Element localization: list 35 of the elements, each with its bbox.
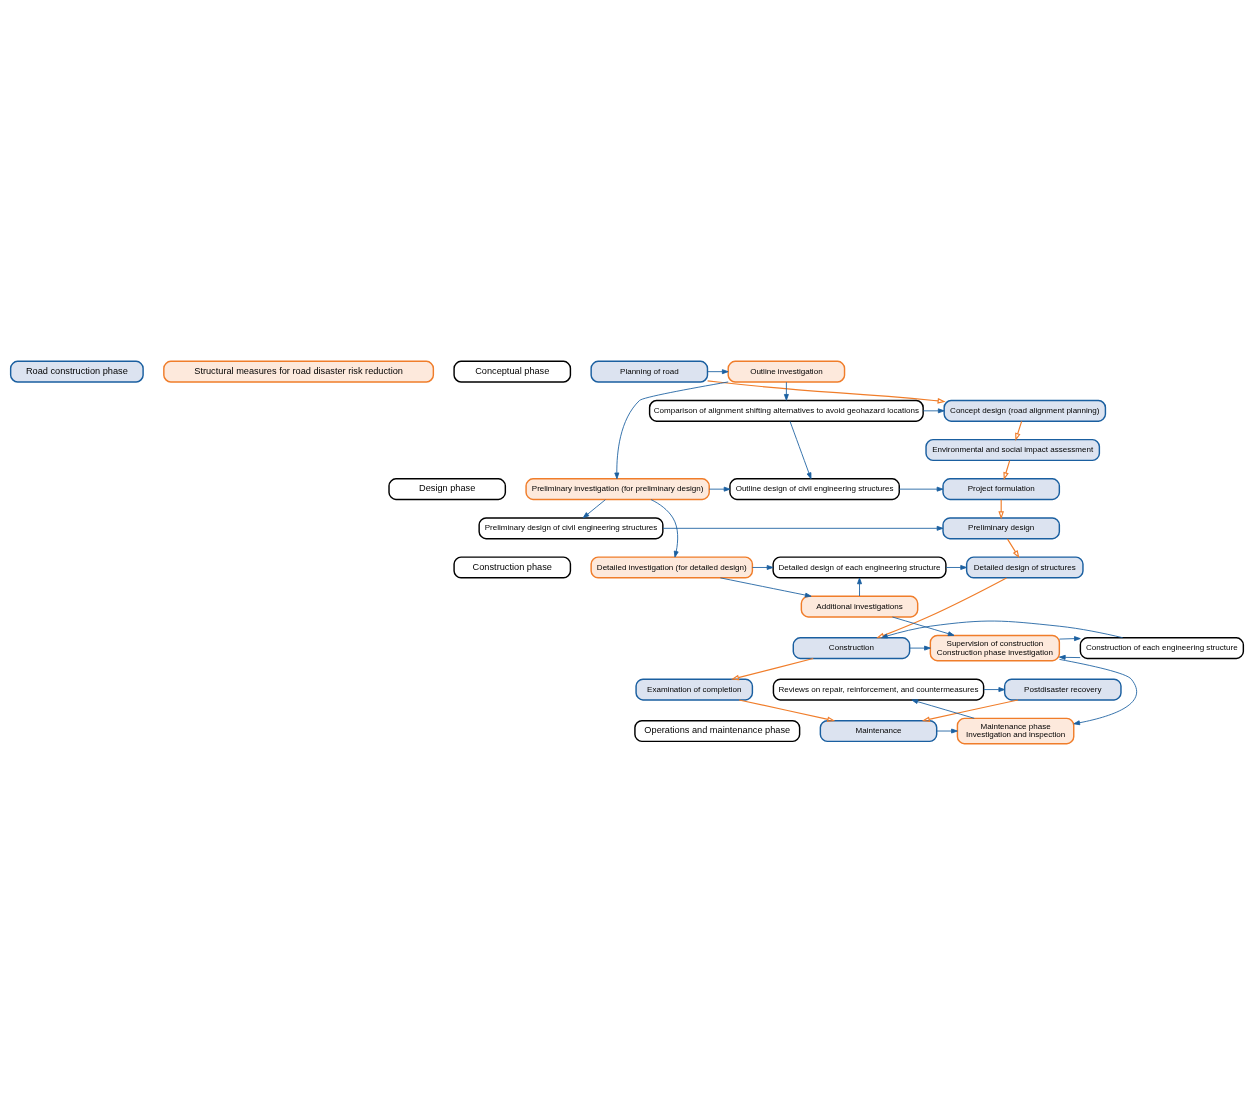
arrow [936, 728, 958, 733]
arrow [1059, 654, 1081, 660]
node-box: Structural measures for road disaster risk reduction [163, 360, 435, 383]
arrow [983, 686, 1006, 692]
arrow [789, 420, 812, 479]
arrow [881, 620, 1124, 638]
arrow [738, 698, 836, 722]
node-box: Construction phase [453, 555, 572, 579]
arrow [707, 368, 729, 374]
arrow [1059, 658, 1137, 725]
arrow [1059, 635, 1081, 641]
arrow [945, 564, 967, 570]
arrow [909, 645, 931, 651]
node-box: Conceptual phase [453, 360, 572, 383]
arrow [707, 379, 946, 404]
arrow [752, 564, 774, 570]
arrow [730, 657, 814, 680]
arrow [921, 698, 1019, 722]
arrow [708, 486, 731, 492]
arrow [1003, 459, 1011, 480]
node-box: Operations and maintenance phase [634, 719, 801, 742]
arrow [892, 616, 955, 636]
arrow [783, 381, 789, 401]
arrow [719, 576, 812, 598]
arrow [662, 525, 944, 531]
arrow [614, 381, 729, 479]
arrow [1006, 537, 1020, 558]
arrow [911, 698, 975, 719]
arrow [922, 407, 945, 413]
arrow [1015, 420, 1023, 441]
node-box: Design phase [388, 477, 507, 500]
node-box: Road construction phase [9, 360, 144, 383]
arrow [898, 486, 944, 492]
arrow [857, 577, 862, 596]
arrow [582, 498, 606, 518]
